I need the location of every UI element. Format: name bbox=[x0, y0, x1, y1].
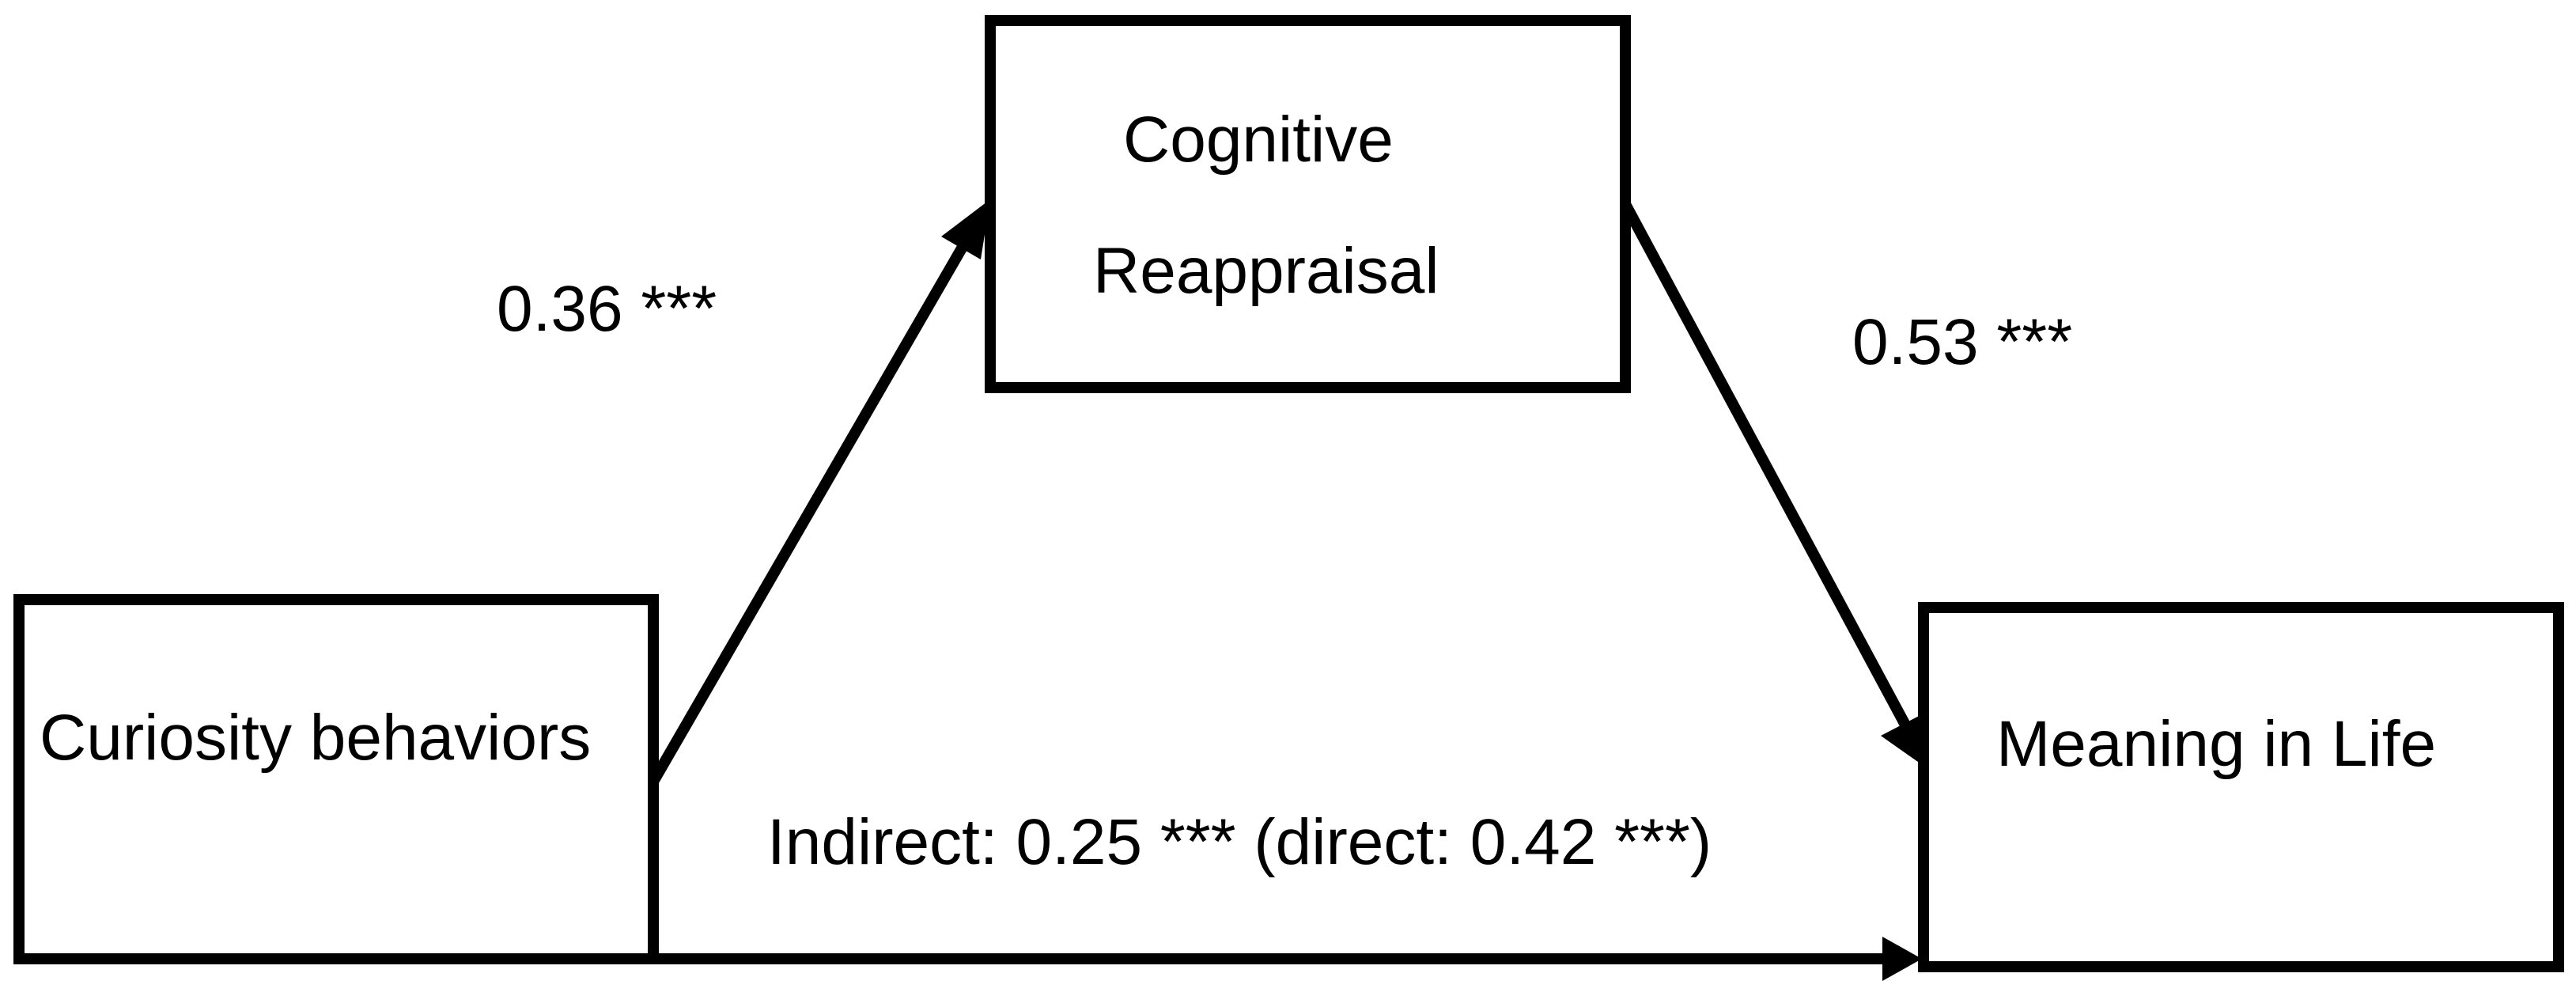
node-curiosity-behaviors bbox=[13, 594, 659, 964]
path-a-coefficient: 0.36 *** bbox=[497, 273, 717, 345]
path-b-coefficient: 0.53 *** bbox=[1852, 306, 2072, 378]
meaning-in-life-label: Meaning in Life bbox=[1996, 708, 2436, 780]
arrowhead-meaning-bottom bbox=[1882, 937, 1922, 981]
cognitive-reappraisal-label-line1: Cognitive bbox=[1123, 104, 1394, 176]
indirect-direct-effect-label: Indirect: 0.25 *** (direct: 0.42 ***) bbox=[767, 806, 1712, 878]
cognitive-reappraisal-label-line2: Reappraisal bbox=[1093, 235, 1439, 307]
edge-curiosity-to-reappraisal bbox=[648, 234, 974, 785]
curiosity-behaviors-label: Curiosity behaviors bbox=[40, 702, 591, 774]
arrowhead-meaning-top bbox=[1881, 714, 1923, 766]
arrowhead-reappraisal bbox=[941, 199, 990, 259]
node-meaning-in-life bbox=[1918, 602, 2564, 972]
edge-reappraisal-to-meaning bbox=[1620, 201, 1912, 731]
node-cognitive-reappraisal bbox=[985, 15, 1631, 393]
